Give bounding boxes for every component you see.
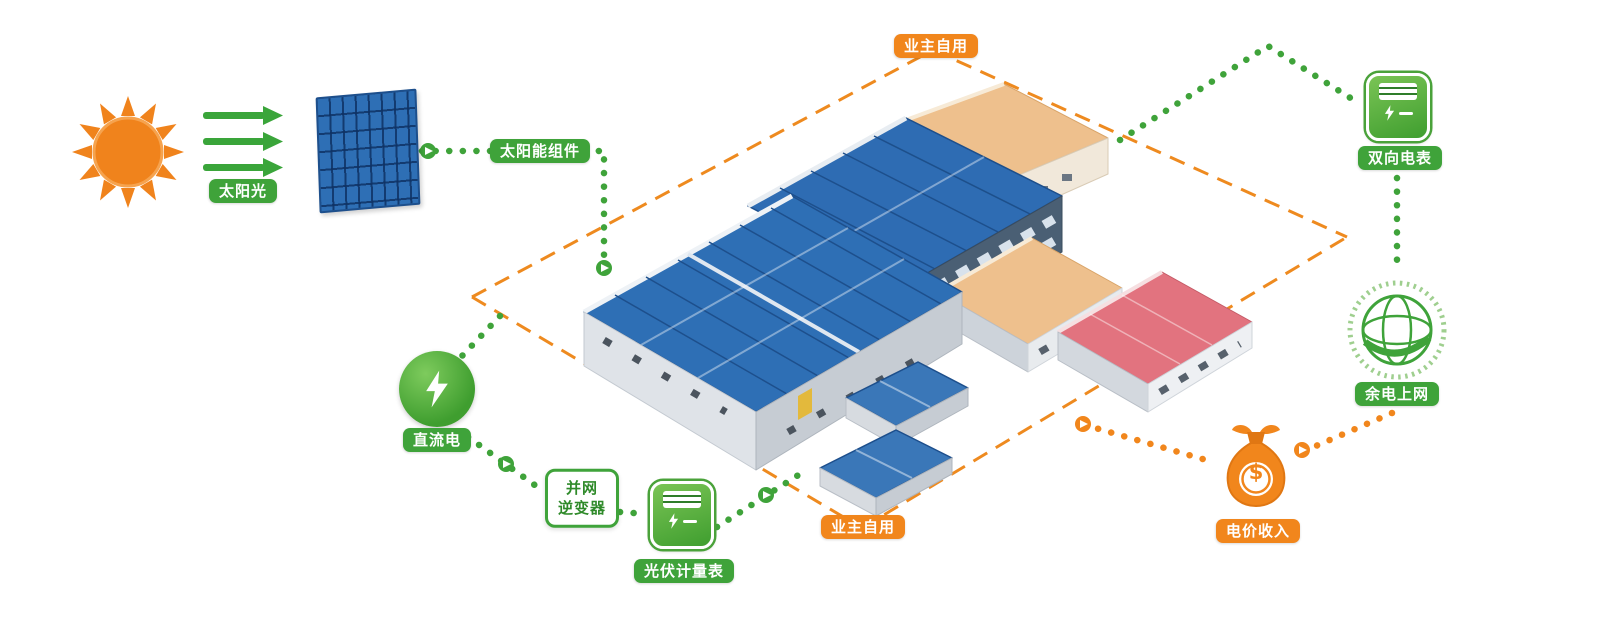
meter-screen [1379,83,1417,100]
state-grid-globe-icon [1347,280,1447,380]
flow-node-icon [420,143,1310,503]
dc-power-label: 直流电 [402,428,472,452]
grid-inverter-box: 并网 逆变器 [544,468,620,528]
owner-self-use-bottom-label: 业主自用 [820,515,906,539]
bolt-glyph-icon [668,513,678,529]
connector-building-to-bidir-meter [1116,42,1364,144]
boundary-left-top [471,48,934,299]
pv-meter-icon [650,481,714,549]
grid-inverter-label-line1: 并网 [565,478,599,497]
arrows-right-icon [203,106,283,177]
boundary-bottom-right [861,235,1348,530]
pv-meter-label: 光伏计量表 [633,559,735,583]
connector-dc-to-inverter [464,433,547,495]
meter-dash [1398,111,1413,115]
connector-building-to-income [1081,421,1217,466]
boundary-left-bottom [471,295,863,530]
owner-use-boundary-dashed [471,48,1348,530]
surplus-to-grid-label: 余电上网 [1354,382,1440,406]
connector-badges [420,143,1310,503]
bolt-glyph-icon [1384,105,1394,121]
sunlight-label: 太阳光 [208,179,278,203]
solar-panel-icon [315,88,421,214]
meter-screen [663,491,701,508]
electricity-income-label: 电价收入 [1215,519,1301,543]
buildings-illustration [582,82,1253,517]
sun-icon [72,96,184,208]
connectors-orange [1081,409,1396,466]
dollar-sign: $ [1248,460,1264,484]
lightning-bolt-icon [399,351,475,427]
connector-meter-to-building [713,470,804,531]
meter-dash [682,519,697,523]
grid-inverter-label-line2: 逆变器 [557,499,607,517]
connector-inverter-to-meter [616,508,650,518]
owner-self-use-top-label: 业主自用 [893,34,979,58]
boundary-top-right [932,48,1348,239]
money-bag-icon [1226,425,1286,508]
connector-panel-to-roof [418,147,608,274]
connector-roof-to-dc [458,312,504,360]
connectors-green [418,42,1401,531]
connector-grid-to-income [1298,409,1396,456]
bidirectional-meter-label: 双向电表 [1357,146,1443,170]
solar-module-label: 太阳能组件 [489,139,591,163]
bidirectional-meter-icon [1366,73,1430,141]
